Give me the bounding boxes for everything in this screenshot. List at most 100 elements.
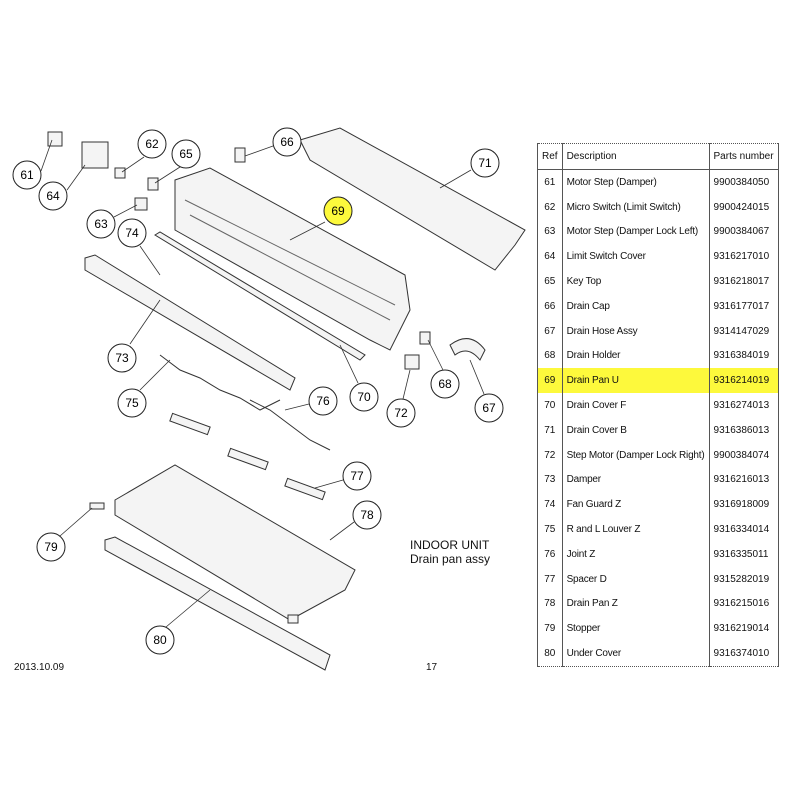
cell-parts-number: 9316274013	[708, 393, 779, 418]
callout-71: 71	[470, 148, 500, 178]
callout-number: 65	[179, 147, 193, 161]
part-71-drain-cover-b	[299, 127, 526, 271]
callout-circle	[272, 127, 302, 157]
cell-ref: 65	[537, 269, 563, 294]
cell-ref: 77	[537, 566, 563, 592]
callout-70: 70	[349, 382, 379, 412]
cell-description: Drain Holder	[561, 343, 710, 369]
callout-circle	[342, 461, 372, 491]
callout-75: 75	[117, 388, 147, 418]
cell-ref: 72	[537, 442, 563, 468]
cell-parts-number: 9900384074	[708, 442, 779, 468]
callout-number: 73	[115, 351, 129, 365]
callout-circle	[386, 398, 416, 428]
callout-number: 70	[357, 390, 371, 404]
cell-ref: 63	[537, 219, 563, 245]
callout-65: 65	[171, 139, 201, 169]
cell-description: Motor Step (Damper Lock Left)	[561, 219, 710, 245]
callout-circle	[474, 393, 504, 423]
callout-77: 77	[342, 461, 372, 491]
caption-subtitle: Drain pan assy	[410, 552, 491, 566]
cell-parts-number: 9316216013	[708, 467, 779, 493]
cell-description: Fan Guard Z	[561, 492, 710, 518]
callout-number: 68	[438, 377, 452, 391]
cell-parts-number: 9316335011	[708, 541, 779, 567]
cell-ref: 74	[537, 492, 563, 518]
callout-number: 64	[46, 189, 60, 203]
cell-description: Drain Hose Assy	[561, 318, 710, 344]
callout-62: 62	[137, 129, 167, 159]
callout-number: 77	[350, 469, 364, 483]
cell-ref: 80	[537, 641, 563, 667]
cell-parts-number: 9316384019	[708, 343, 779, 369]
cell-description: Limit Switch Cover	[561, 244, 710, 270]
callout-67: 67	[474, 393, 504, 423]
cell-description: Motor Step (Damper)	[561, 169, 710, 195]
callout-76: 76	[308, 386, 338, 416]
cell-description: Step Motor (Damper Lock Right)	[561, 442, 710, 468]
callout-78: 78	[352, 500, 382, 530]
callout-number: 62	[145, 137, 159, 151]
cell-description: Spacer D	[561, 566, 710, 592]
cell-parts-number: 9316217010	[708, 244, 779, 270]
cell-parts-number: 9316218017	[708, 269, 779, 294]
cell-ref: 68	[537, 343, 563, 369]
callout-circle	[171, 139, 201, 169]
cell-ref: 75	[537, 517, 563, 542]
cell-description: Drain Cover B	[561, 417, 710, 443]
callout-circle	[470, 148, 500, 178]
cell-parts-number: 9900384050	[708, 169, 779, 195]
header-description: Description	[561, 143, 710, 170]
header-parts-number: Parts number	[708, 143, 779, 170]
cell-description: Damper	[561, 467, 710, 493]
table-header-row: Ref Description Parts number	[537, 143, 779, 170]
cell-ref: 73	[537, 467, 563, 493]
part-73-damper	[84, 254, 296, 391]
cell-ref: 79	[537, 616, 563, 642]
callout-number: 74	[125, 226, 139, 240]
cell-parts-number: 9900384067	[708, 219, 779, 245]
cell-ref: 70	[537, 393, 563, 418]
cell-parts-number: 9316918009	[708, 492, 779, 518]
cell-parts-number: 9316219014	[708, 616, 779, 642]
cell-description: Micro Switch (Limit Switch)	[561, 194, 710, 220]
cell-description: Joint Z	[561, 541, 710, 567]
callout-number: 61	[20, 168, 34, 182]
callout-63: 63	[86, 209, 116, 239]
callout-number: 69	[331, 204, 345, 218]
cell-ref: 69	[537, 368, 563, 394]
part-75-louver	[159, 354, 281, 411]
callout-61: 61	[12, 160, 42, 190]
part-74-fan-guard	[154, 231, 366, 361]
part-78-drain-pan-z	[114, 464, 356, 621]
callout-circle	[430, 369, 460, 399]
callout-74: 74	[117, 218, 147, 248]
cell-parts-number: 9316177017	[708, 293, 779, 319]
callout-80: 80	[145, 625, 175, 655]
callout-circle	[107, 343, 137, 373]
callout-64: 64	[38, 181, 68, 211]
cell-description: Stopper	[561, 616, 710, 642]
footer-page-number: 17	[426, 662, 438, 673]
callout-number: 78	[360, 508, 374, 522]
callout-number: 71	[478, 156, 492, 170]
part-drawings	[47, 127, 526, 671]
cell-ref: 62	[537, 194, 563, 220]
callout-circle	[36, 532, 66, 562]
cell-ref: 66	[537, 293, 563, 319]
callout-number: 75	[125, 396, 139, 410]
